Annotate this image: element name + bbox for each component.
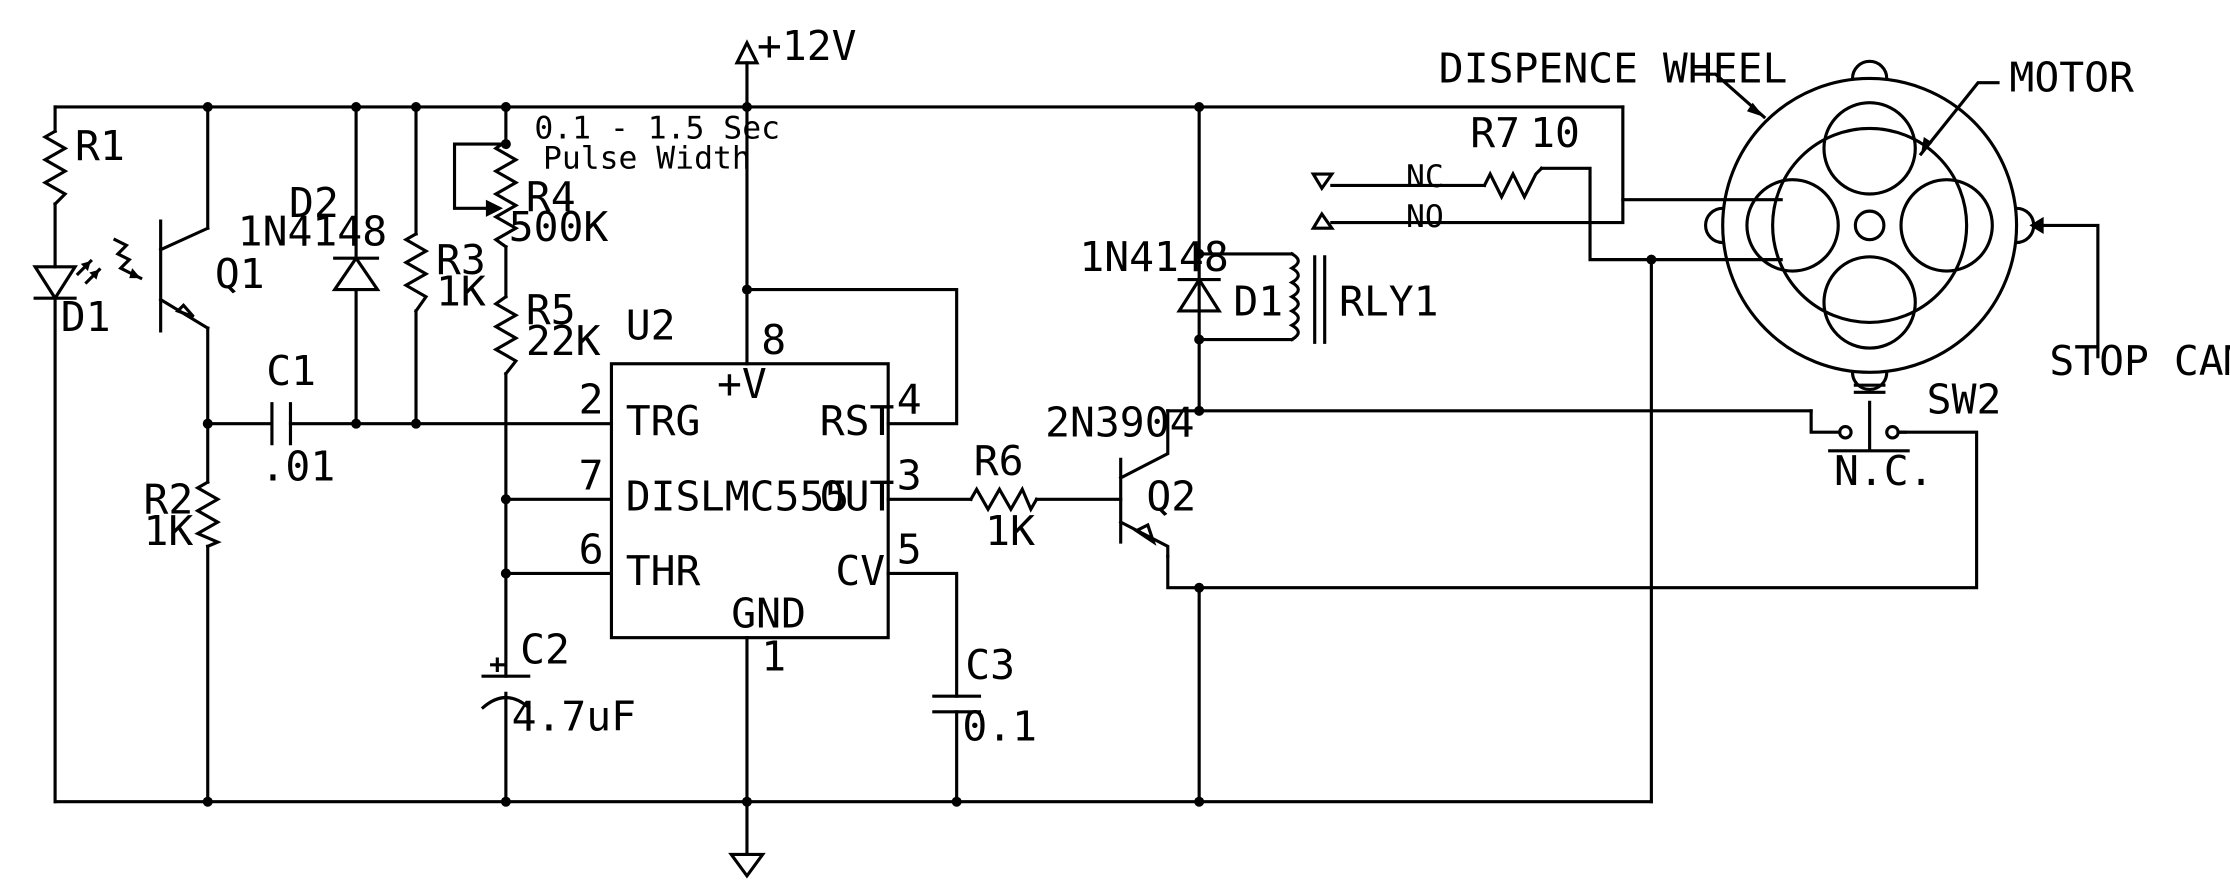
u2-gnd: GND: [731, 590, 806, 638]
led-d1: D1: [32, 258, 111, 341]
resistor-r5: R5 22K: [492, 286, 601, 376]
q2-value: 2N3904: [1045, 399, 1194, 447]
potentiometer-r4: R4 500K: [485, 139, 609, 251]
pin-thr-name: THR: [626, 547, 701, 595]
pin-thr-num: 6: [579, 525, 604, 573]
r6-ref: R6: [974, 437, 1024, 485]
c3-ref: C3: [965, 641, 1015, 689]
pin-trg-num: 2: [579, 376, 604, 424]
rly1-ref: RLY1: [1339, 277, 1439, 325]
relay-rly1: RLY1 NC NO: [1288, 159, 1444, 344]
contact-no-label: NO: [1406, 199, 1444, 235]
wheel-label: DISPENCE WHEEL: [1439, 45, 1788, 93]
r5-value: 22K: [526, 317, 601, 365]
diode-d2: D2 1N4148: [238, 179, 387, 292]
r2-ref: R2: [144, 476, 194, 524]
sw2-value: N.C.: [1834, 447, 1934, 495]
u2-vplus: +V: [717, 360, 767, 408]
c2-ref: C2: [520, 625, 570, 673]
phototransistor-q1: Q1: [112, 219, 265, 333]
r4-ref: R4: [526, 173, 576, 221]
r6-value: 1K: [985, 507, 1035, 555]
motor-label: MOTOR: [2009, 53, 2134, 101]
diode-d1-flyback: 1N4148 D1: [1079, 233, 1283, 325]
pin-out-num: 3: [897, 451, 922, 499]
vcc-symbol: +12V: [734, 22, 857, 70]
dispense-wheel: DISPENCE WHEEL MOTOR STOP CAMS: [1439, 45, 2230, 392]
resistor-r1: R1: [41, 122, 125, 207]
switch-sw2: SW2 N.C.: [1828, 376, 2002, 495]
c1-value: .01: [261, 443, 336, 491]
r2-value: 1K: [144, 507, 194, 555]
pin-trg-name: TRG: [626, 397, 701, 445]
transistor-q2: 2N3904 Q2: [1045, 399, 1196, 558]
r5-ref: R5: [526, 286, 576, 334]
capacitor-c3: C3 0.1: [932, 641, 1037, 750]
c1-ref: C1: [266, 347, 316, 395]
resistor-r7: R7 10: [1470, 109, 1580, 201]
d1-diode-value: 1N4148: [1079, 233, 1228, 281]
d1-led-ref: D1: [61, 293, 111, 341]
pin-vcc-num: 8: [761, 316, 786, 364]
junctions: [202, 101, 1657, 807]
u2-ref: U2: [626, 302, 676, 350]
q2-ref: Q2: [1146, 473, 1196, 521]
c3-value: 0.1: [962, 702, 1037, 750]
u2-name: LMC555: [700, 473, 849, 521]
pin-gnd-num: 1: [761, 632, 786, 680]
pin-cv-num: 5: [897, 525, 922, 573]
note-line2: Pulse Width: [543, 140, 751, 176]
r7-value: 10: [1530, 109, 1580, 157]
contact-nc-label: NC: [1406, 159, 1444, 195]
pin-rst-num: 4: [897, 376, 922, 424]
ic-u2-lmc555: U2 +V GND LMC555 TRG DIS THR RST OUT CV …: [579, 302, 922, 681]
pin-out-name: OUT: [820, 473, 895, 521]
d1-diode-ref: D1: [1233, 277, 1283, 325]
d2-ref: D2: [289, 179, 339, 227]
resistor-r2: R2 1K: [144, 476, 222, 555]
sw2-ref: SW2: [1927, 376, 2002, 424]
resistor-r3: R3 1K: [402, 231, 486, 315]
capacitor-c2: C2 4.7uF: [480, 625, 637, 740]
pin-dis-num: 7: [579, 451, 604, 499]
stop-cams-label: STOP CAMS: [2049, 337, 2230, 385]
r1-ref: R1: [75, 122, 125, 170]
pin-dis-name: DIS: [626, 473, 701, 521]
ground-symbol: [728, 852, 766, 879]
r3-value: 1K: [436, 267, 486, 315]
c2-value: 4.7uF: [512, 692, 637, 740]
pin-cv-name: CV: [835, 547, 885, 595]
q1-ref: Q1: [215, 250, 265, 298]
note-line1: 0.1 - 1.5 Sec: [534, 110, 780, 146]
r3-ref: R3: [436, 236, 486, 284]
r7-ref: R7: [1470, 109, 1520, 157]
pulse-width-note: 0.1 - 1.5 Sec Pulse Width: [534, 110, 780, 176]
wires: [53, 61, 1979, 855]
d2-value: 1N4148: [238, 207, 387, 255]
capacitor-c1: C1 .01: [261, 347, 336, 491]
resistor-r6: R6 1K: [968, 437, 1039, 555]
pin-rst-name: RST: [820, 397, 895, 445]
r4-value: 500K: [509, 203, 609, 251]
vcc-label: +12V: [757, 22, 857, 70]
